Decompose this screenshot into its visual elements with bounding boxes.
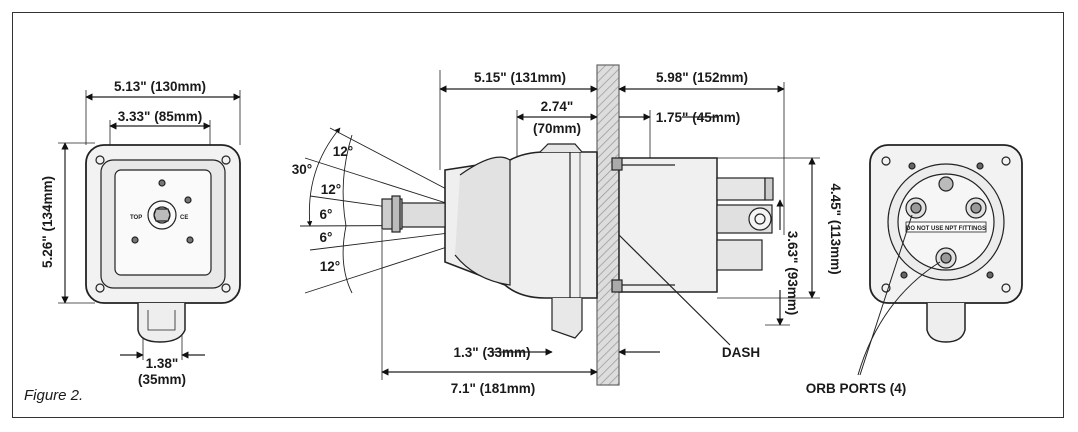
top-label: TOP — [130, 215, 142, 221]
mid-mm-label: (70mm) — [533, 121, 581, 136]
angle-12-b: 12° — [321, 182, 341, 197]
front-inner-width-label: 3.33" (85mm) — [118, 109, 202, 124]
front-view — [58, 90, 241, 360]
depth-back-label: 5.98" (152mm) — [656, 70, 748, 85]
ce-mark: CE — [180, 215, 188, 221]
figure-frame — [12, 12, 1064, 418]
rear-view — [857, 144, 1023, 376]
front-width-label: 5.13" (130mm) — [114, 79, 206, 94]
angle-6-b: 6° — [320, 230, 333, 245]
port-width-mm-label: (35mm) — [138, 372, 186, 387]
port-width-in-label: 1.38" — [146, 356, 179, 371]
dash-panel — [596, 64, 620, 386]
side-view — [299, 64, 820, 386]
front-height-label: 5.26" (134mm) — [40, 176, 55, 268]
angle-12-c: 12° — [320, 259, 340, 274]
back-short-label: 1.75" (45mm) — [656, 110, 740, 125]
front-short-label: 1.3" (33mm) — [454, 345, 531, 360]
dash-label: DASH — [722, 345, 760, 360]
angle-6-a: 6° — [320, 207, 333, 222]
warning-text: DO NOT USE NPT FITTINGS — [906, 226, 986, 232]
height-back-label: 4.45" (113mm) — [828, 183, 843, 274]
figure-caption: Figure 2. — [24, 387, 83, 404]
mid-in-label: 2.74" — [541, 99, 574, 114]
port-height-label: 3.63" (93mm) — [785, 231, 800, 315]
overall-label: 7.1" (181mm) — [451, 381, 535, 396]
angle-30: 30° — [292, 162, 312, 177]
angle-12-a: 12° — [333, 144, 353, 159]
orb-ports-label: ORB PORTS (4) — [806, 381, 907, 396]
depth-front-label: 5.15" (131mm) — [474, 70, 566, 85]
